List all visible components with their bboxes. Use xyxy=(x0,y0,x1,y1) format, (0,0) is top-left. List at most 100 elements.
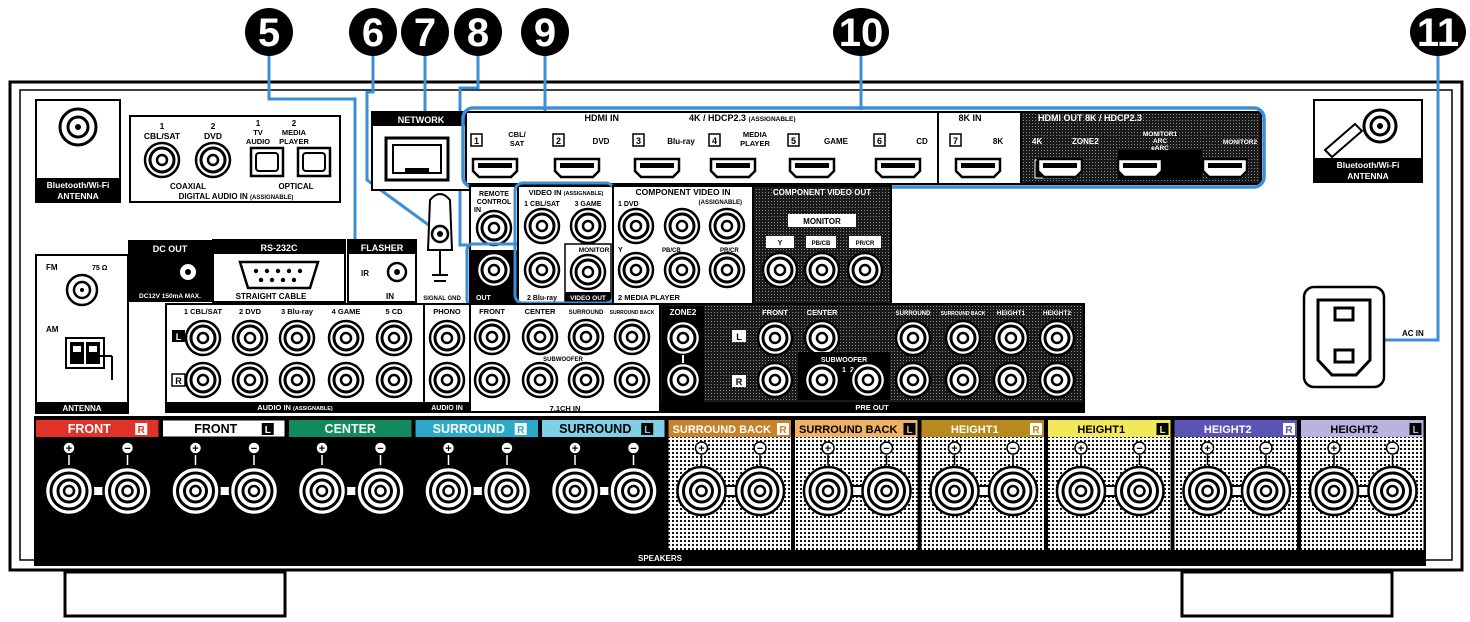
speaker-side: L xyxy=(1159,425,1165,436)
pre-out-center: CENTER xyxy=(807,308,838,317)
plus-icon: + xyxy=(1204,443,1210,455)
speaker-side: L xyxy=(644,425,650,436)
callout-9: 9 xyxy=(521,8,569,56)
speaker-side: L xyxy=(265,425,271,436)
audio-in-r: R xyxy=(175,376,182,386)
pre-out-height2: HEIGHT2 xyxy=(1043,310,1072,317)
fm-ohm-label: 75 Ω xyxy=(92,265,108,272)
plus-icon: + xyxy=(1078,443,1084,455)
hdmi-out-title: HDMI OUT 8K / HDCP2.3 xyxy=(1038,113,1142,123)
minus-icon: − xyxy=(1010,443,1016,455)
hdmi-in-num: 3 xyxy=(636,136,641,146)
video-in: VIDEO IN (ASSIGNABLE) 1 CBL/SAT 3 GAME M… xyxy=(517,185,614,305)
minus-icon: − xyxy=(1263,443,1269,455)
minus-icon: − xyxy=(377,443,383,455)
plus-icon: + xyxy=(445,443,451,455)
minus-icon: − xyxy=(124,443,130,455)
hdmi-8k-in-title: 8K IN xyxy=(958,113,981,123)
ch71-front: FRONT xyxy=(479,307,505,316)
network-port: NETWORK xyxy=(371,111,471,191)
video-in-2: 2 Blu-ray xyxy=(527,295,557,302)
bt-wifi-label-right: Bluetooth/Wi-Fi xyxy=(1337,160,1400,170)
hdmi-in-label: CBL/ xyxy=(508,130,526,139)
speaker-label: HEIGHT1 xyxy=(1077,424,1125,436)
hdmi-in-num: 4 xyxy=(712,136,717,146)
speaker-label: SURROUND BACK xyxy=(799,424,897,436)
dai-num-1: 1 xyxy=(160,121,165,131)
speaker-terminal-surround-r: SURROUND R + − xyxy=(415,420,538,550)
component-in-title: COMPONENT VIDEO IN xyxy=(636,187,731,197)
speaker-label: CENTER xyxy=(325,422,376,436)
component-video-in: COMPONENT VIDEO IN (ASSIGNABLE) 1 DVD Y … xyxy=(612,185,754,305)
hdmi-in-label: MEDIA xyxy=(743,130,768,139)
minus-icon: − xyxy=(757,443,763,455)
hdmi-in-5: 5 GAME xyxy=(787,133,849,179)
speakers-title: SPEAKERS xyxy=(638,554,683,563)
digital-audio-in-title: DIGITAL AUDIO IN (ASSIGNABLE) xyxy=(179,192,294,201)
speaker-label: HEIGHT2 xyxy=(1330,424,1378,436)
pre-out-sw1: 1 xyxy=(842,367,846,374)
dai-label-dvd: DVD xyxy=(204,131,222,141)
speaker-side: R xyxy=(517,425,525,436)
speaker-label: SURROUND xyxy=(559,422,631,436)
antenna-label: ANTENNA xyxy=(62,404,101,413)
signal-gnd-label: SIGNAL GND xyxy=(423,296,461,302)
dai-num-opt1: 1 xyxy=(256,119,261,128)
callout-number: 9 xyxy=(534,11,556,55)
network-label: NETWORK xyxy=(398,115,445,125)
fm-am-antenna: FM 75 Ω AM ANTENNA xyxy=(35,254,129,414)
minus-icon: − xyxy=(504,443,510,455)
pre-out-zone2: ZONE2 xyxy=(670,308,697,317)
dai-label-cblsat: CBL/SAT xyxy=(144,131,181,141)
pre-out-l-box: L xyxy=(736,332,742,342)
rs232c-title: RS-232C xyxy=(260,243,298,253)
callout-6: 6 xyxy=(349,8,397,56)
video-out-monitor: MONITOR xyxy=(579,247,610,254)
remote-in-label: IN xyxy=(474,207,481,214)
component-out-monitor: MONITOR xyxy=(803,217,841,226)
pre-out-sw2: 2 xyxy=(850,367,854,374)
speaker-terminal-center-c: CENTER+ − xyxy=(289,420,412,550)
hdmi-in-label: GAME xyxy=(824,137,849,146)
plus-icon: + xyxy=(319,443,325,455)
fm-label: FM xyxy=(46,263,58,272)
callout-5: 5 xyxy=(245,8,293,56)
signal-gnd: SIGNAL GND xyxy=(423,193,461,302)
hdmi-in-num: 5 xyxy=(791,136,796,146)
pre-out-title: PRE OUT xyxy=(855,403,889,412)
audio-in-l: L xyxy=(176,332,182,342)
phono-audio-in-title: AUDIO IN xyxy=(431,405,463,412)
pre-out-r-box: R xyxy=(736,377,743,387)
speaker-label: SURROUND xyxy=(433,422,505,436)
speaker-label: HEIGHT2 xyxy=(1204,424,1252,436)
svg-text:PLAYER: PLAYER xyxy=(740,139,770,148)
callout-7: 7 xyxy=(401,8,449,56)
component-in-pr: PR/CR xyxy=(720,248,739,254)
svg-text:8K: 8K xyxy=(993,137,1003,146)
ch71-subwoofer: SUBWOOFER xyxy=(543,357,583,363)
minus-icon: − xyxy=(630,443,636,455)
ch71-surround-back: SURROUND BACK xyxy=(610,310,655,316)
minus-icon: − xyxy=(883,443,889,455)
speaker-label: FRONT xyxy=(68,422,111,436)
ac-in: AC IN xyxy=(1302,285,1424,389)
dai-num-opt2: 2 xyxy=(292,119,297,128)
dai-num-2: 2 xyxy=(211,121,216,131)
